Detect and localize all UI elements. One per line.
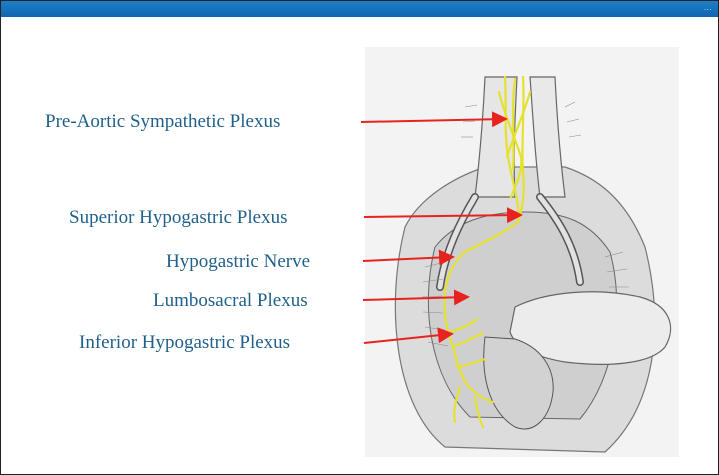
label-lumbosacral-plexus: Lumbosacral Plexus — [153, 290, 308, 312]
label-hypogastric-nerve: Hypogastric Nerve — [166, 251, 310, 273]
anatomy-illustration — [365, 47, 679, 457]
label-superior-hypogastric-plexus: Superior Hypogastric Plexus — [69, 207, 287, 229]
label-inferior-hypogastric-plexus: Inferior Hypogastric Plexus — [79, 332, 290, 354]
header-bar: ... — [1, 1, 718, 17]
header-tag: ... — [704, 3, 712, 12]
label-pre-aortic-sympathetic-plexus: Pre-Aortic Sympathetic Plexus — [45, 111, 280, 133]
